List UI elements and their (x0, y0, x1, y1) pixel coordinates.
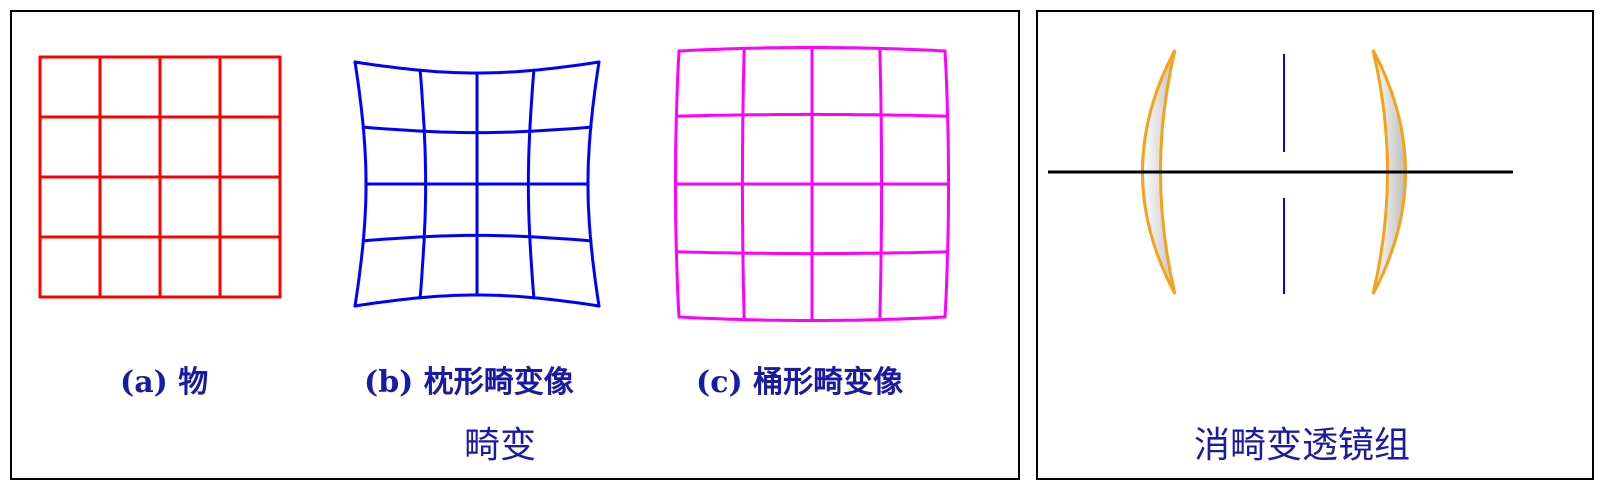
lens-group-figure (1048, 49, 1513, 295)
pincushion-grid-line (353, 60, 601, 75)
pincushion-grid (353, 60, 601, 308)
caption-pincushion: (b) 枕形畸变像 (364, 365, 574, 400)
pincushion-grid-line (361, 233, 593, 243)
barrel-grid-line (878, 46, 884, 322)
lens-group-panel: 消畸变透镜组 (1036, 10, 1594, 480)
object-grid (38, 55, 282, 299)
barrel-grid-line (943, 49, 950, 319)
pincushion-grid-line (353, 293, 601, 308)
pincushion-grid-line (526, 68, 536, 300)
pincushion-grid-line (586, 60, 601, 308)
caption-barrel: (c) 桶形畸变像 (696, 365, 904, 400)
distortion-figures (38, 46, 950, 322)
barrel-grid-line (674, 250, 950, 256)
caption-object: (a) 物 (120, 365, 209, 400)
distortion-title: 畸变 (464, 425, 537, 466)
lens-group-title: 消畸变透镜组 (1194, 425, 1411, 466)
pincushion-grid-line (353, 60, 368, 308)
barrel-grid (674, 46, 950, 322)
distortion-panel: (a) 物 (b) 枕形畸变像 (c) 桶形畸变像 畸变 (10, 10, 1020, 480)
barrel-grid-line (677, 315, 947, 322)
